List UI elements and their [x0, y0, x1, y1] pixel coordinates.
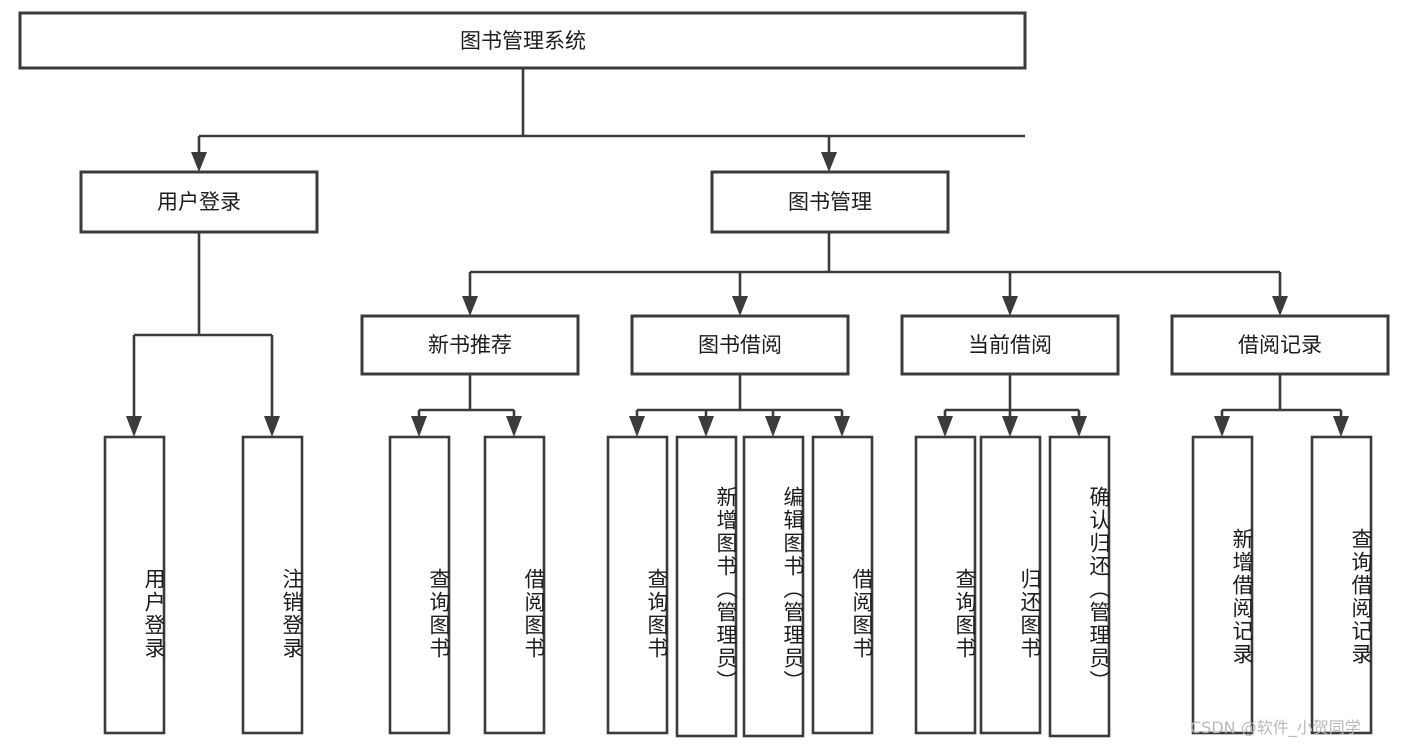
node-user-login-box[interactable] — [79, 170, 319, 234]
leaf-box-edit-book-admin[interactable] — [742, 435, 805, 738]
leaf-box-query-book-1[interactable] — [388, 435, 451, 735]
leaf-box-query-book-3[interactable] — [914, 435, 977, 735]
leaf-box-borrow-book-1[interactable] — [483, 435, 546, 735]
leaf-box-add-book-admin[interactable] — [675, 435, 738, 738]
leaf-box-user-login[interactable] — [103, 435, 166, 735]
node-new-book-recommend-label: 新书推荐 — [428, 333, 512, 357]
node-root-box[interactable] — [18, 11, 1027, 70]
connector-bookmgmt-to-level3 — [462, 232, 1288, 316]
node-borrow-record-label: 借阅记录 — [1238, 333, 1322, 357]
connector-userlogin-to-leaves — [126, 232, 280, 437]
node-borrow-record-box[interactable] — [1170, 314, 1390, 376]
leaf-box-query-book-2[interactable] — [606, 435, 669, 735]
csdn-watermark: CSDN @软件_小贺同学 — [1190, 718, 1361, 737]
node-new-book-recommend[interactable]: 新书推荐 — [360, 314, 580, 376]
leaf-box-confirm-return-admin[interactable] — [1048, 435, 1111, 738]
leaf-box-return-book[interactable] — [979, 435, 1042, 735]
node-current-borrow-box[interactable] — [900, 314, 1120, 376]
connector-root-to-level2 — [191, 68, 1025, 172]
leaf-box-query-borrow-record[interactable] — [1310, 435, 1373, 735]
node-book-management[interactable]: 图书管理 — [710, 170, 950, 234]
node-book-borrow[interactable]: 图书借阅 — [630, 314, 850, 376]
node-root-label: 图书管理系统 — [460, 29, 586, 53]
node-book-management-box[interactable] — [710, 170, 950, 234]
connector-newbook-to-leaves — [411, 374, 522, 437]
node-book-management-label: 图书管理 — [788, 190, 872, 214]
node-book-borrow-box[interactable] — [630, 314, 850, 376]
connector-record-to-leaves — [1214, 374, 1349, 437]
node-current-borrow[interactable]: 当前借阅 — [900, 314, 1120, 376]
node-current-borrow-label: 当前借阅 — [968, 333, 1052, 357]
node-borrow-record[interactable]: 借阅记录 — [1170, 314, 1390, 376]
node-book-borrow-label: 图书借阅 — [698, 333, 782, 357]
node-user-login-label: 用户登录 — [157, 190, 241, 214]
leaf-box-logout[interactable] — [241, 435, 304, 735]
leaf-box-borrow-book-2[interactable] — [811, 435, 874, 735]
node-new-book-recommend-box[interactable] — [360, 314, 580, 376]
leaf-box-add-borrow-record[interactable] — [1191, 435, 1254, 735]
connector-current-to-leaves — [937, 374, 1087, 437]
node-user-login[interactable]: 用户登录 — [79, 170, 319, 234]
node-root[interactable]: 图书管理系统 — [18, 11, 1027, 70]
connector-borrow-to-leaves — [629, 374, 850, 437]
